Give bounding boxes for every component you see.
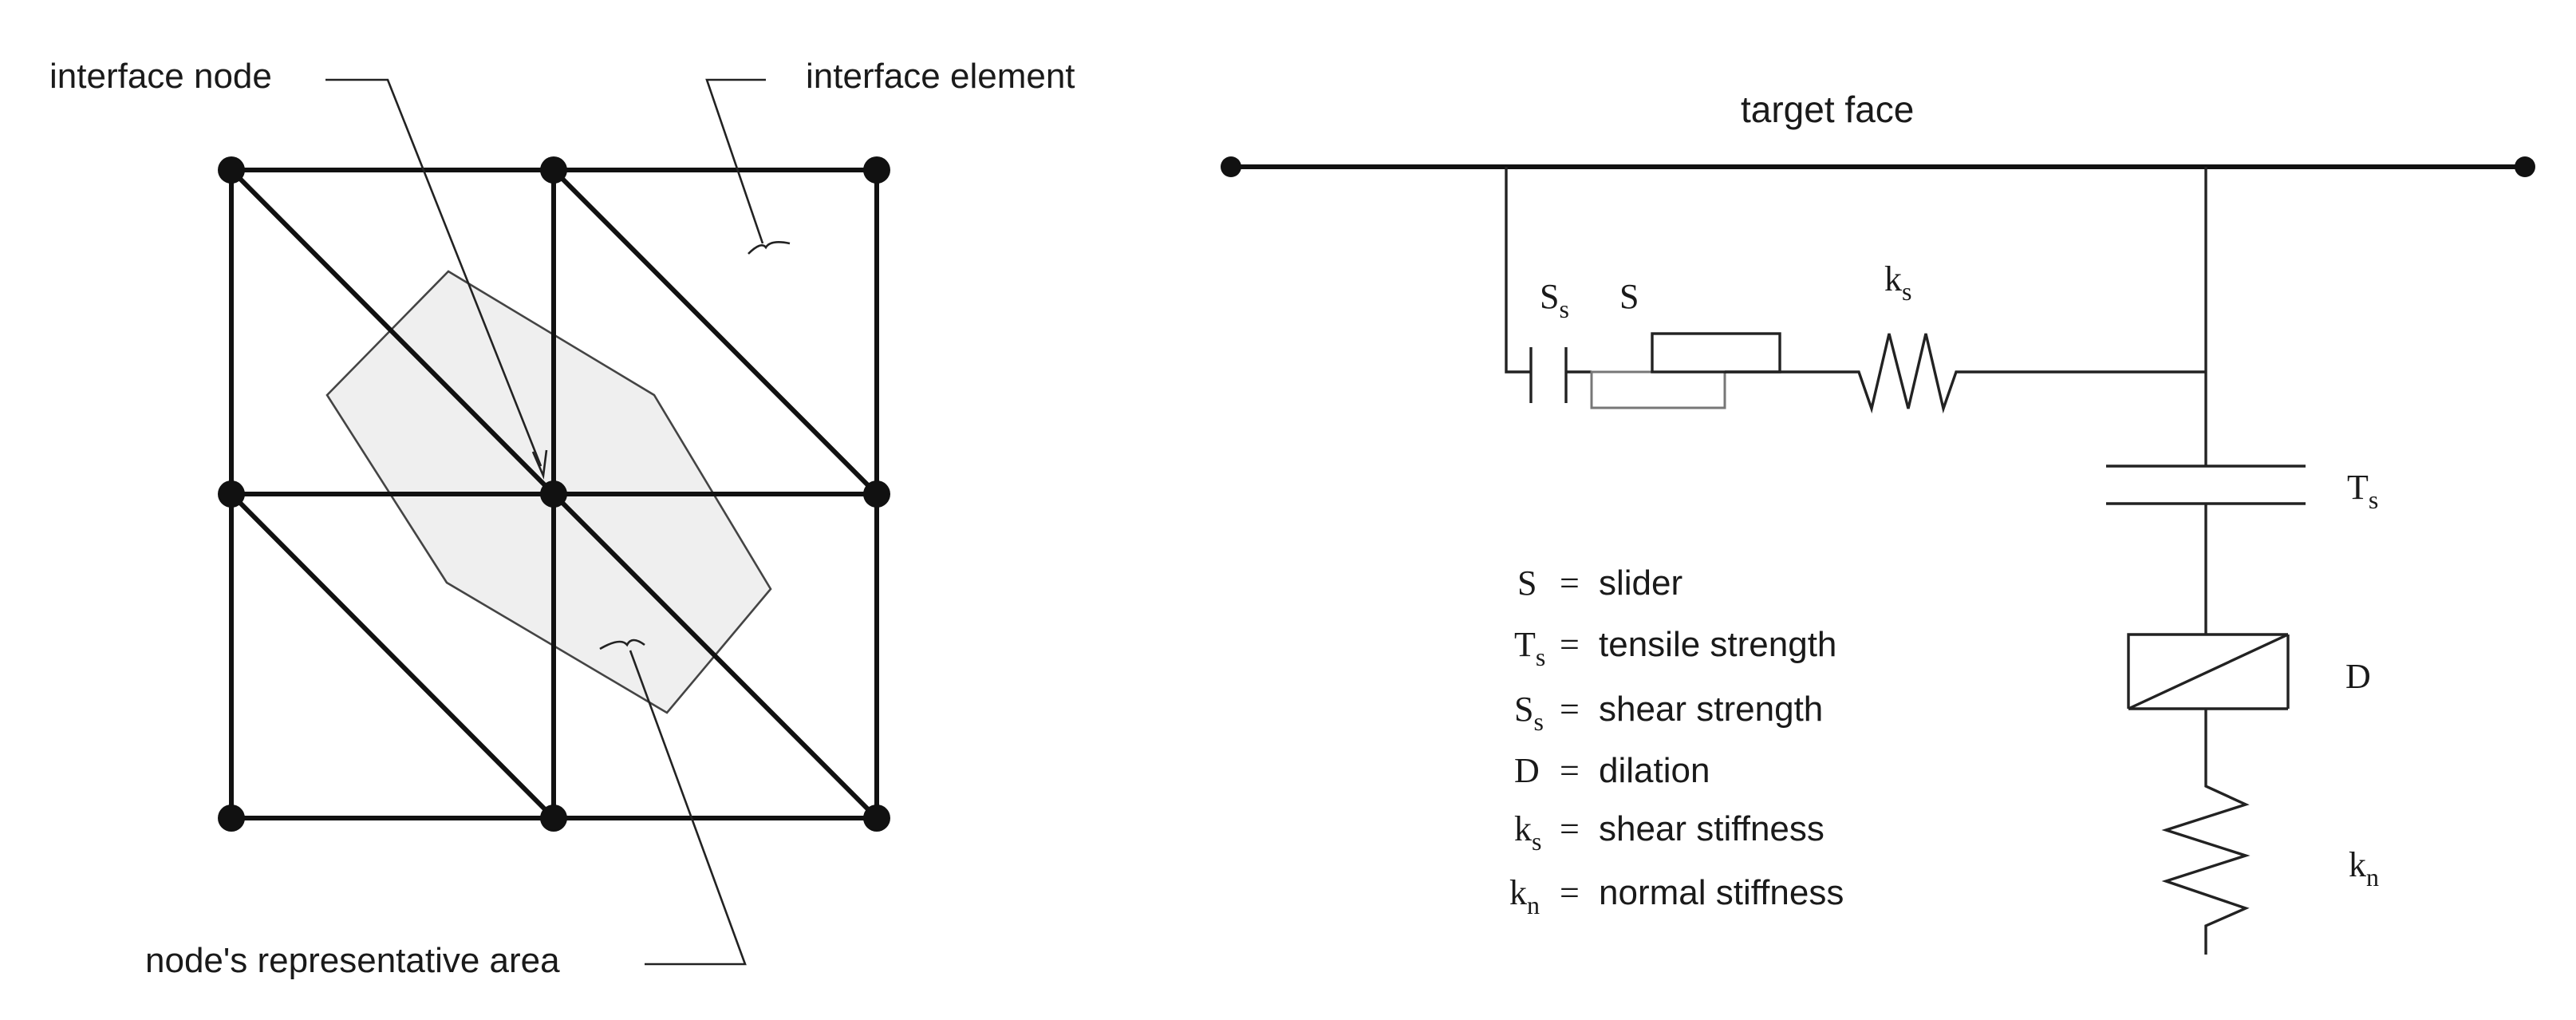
legend-item: Ss = shear strength	[1514, 690, 1823, 736]
label-dilation: D	[2345, 657, 2371, 696]
svg-text:Ss: Ss	[1514, 690, 1544, 736]
svg-text:kn: kn	[1509, 873, 1540, 919]
slider-element	[1590, 332, 1844, 409]
arrowhead-interface-node	[531, 449, 548, 480]
label-slider: S	[1619, 277, 1639, 316]
mesh-node	[540, 805, 567, 832]
tensile-strength-element	[2106, 465, 2306, 635]
dilation-element	[2127, 633, 2290, 770]
svg-text:=: =	[1560, 751, 1580, 790]
svg-text:=: =	[1560, 690, 1580, 729]
legend-item: S = slider	[1517, 563, 1682, 603]
svg-text:shear strength: shear strength	[1599, 690, 1823, 729]
normal-spring-kn	[2161, 770, 2251, 955]
svg-text:D: D	[1514, 751, 1540, 790]
legend-item: kn = normal stiffness	[1509, 873, 1844, 919]
svg-text:dilation: dilation	[1599, 751, 1710, 790]
svg-text:shear stiffness: shear stiffness	[1599, 809, 1825, 848]
mesh-node	[218, 805, 245, 832]
interface-mesh-diagram: interface node interface element node's …	[49, 57, 1075, 980]
mesh-node	[540, 156, 567, 184]
mesh-node	[218, 480, 245, 508]
svg-text:S: S	[1517, 563, 1537, 603]
mesh-nodes	[218, 156, 890, 832]
label-shear-stiffness: ks	[1884, 259, 1911, 306]
label-representative-area: node's representative area	[145, 941, 560, 980]
leader-tick-representative-area	[599, 638, 645, 650]
svg-text:=: =	[1560, 563, 1580, 603]
legend: S = slider Ts = tensile strength Ss = sh…	[1509, 563, 1844, 919]
label-interface-element: interface element	[806, 57, 1075, 96]
mesh-node	[863, 156, 890, 184]
leader-representative-area	[629, 650, 747, 966]
mesh-node	[218, 156, 245, 184]
label-interface-node: interface node	[49, 57, 272, 96]
svg-text:=: =	[1560, 873, 1580, 912]
svg-text:normal stiffness: normal stiffness	[1599, 873, 1844, 912]
leader-interface-node	[325, 78, 542, 467]
target-face-end-node	[1221, 156, 1241, 177]
mesh-node	[863, 480, 890, 508]
target-face-end-node	[2515, 156, 2535, 177]
svg-text:tensile strength: tensile strength	[1599, 625, 1836, 664]
shear-spring-ks	[1844, 333, 2206, 414]
svg-text:=: =	[1560, 625, 1580, 664]
leader-tick-interface-element	[748, 241, 791, 255]
label-tensile-strength: Ts	[2347, 468, 2378, 514]
shear-strength-element	[1529, 347, 1592, 403]
mesh-node-interface	[540, 480, 567, 508]
legend-item: Ts = tensile strength	[1514, 625, 1836, 671]
label-target-face: target face	[1741, 89, 1914, 130]
svg-text:Ts: Ts	[1514, 625, 1545, 671]
legend-item: ks = shear stiffness	[1514, 809, 1825, 856]
label-normal-stiffness: kn	[2349, 845, 2379, 892]
leader-interface-element	[705, 78, 766, 244]
svg-text:ks: ks	[1514, 809, 1541, 856]
constitutive-model-diagram: target face	[1221, 89, 2535, 955]
mesh-node	[863, 805, 890, 832]
legend-item: D = dilation	[1514, 751, 1710, 790]
svg-text:=: =	[1560, 809, 1580, 848]
svg-text:slider: slider	[1599, 563, 1682, 603]
shear-branch-wire-left	[1505, 167, 1531, 374]
label-shear-strength: Ss	[1540, 277, 1569, 323]
